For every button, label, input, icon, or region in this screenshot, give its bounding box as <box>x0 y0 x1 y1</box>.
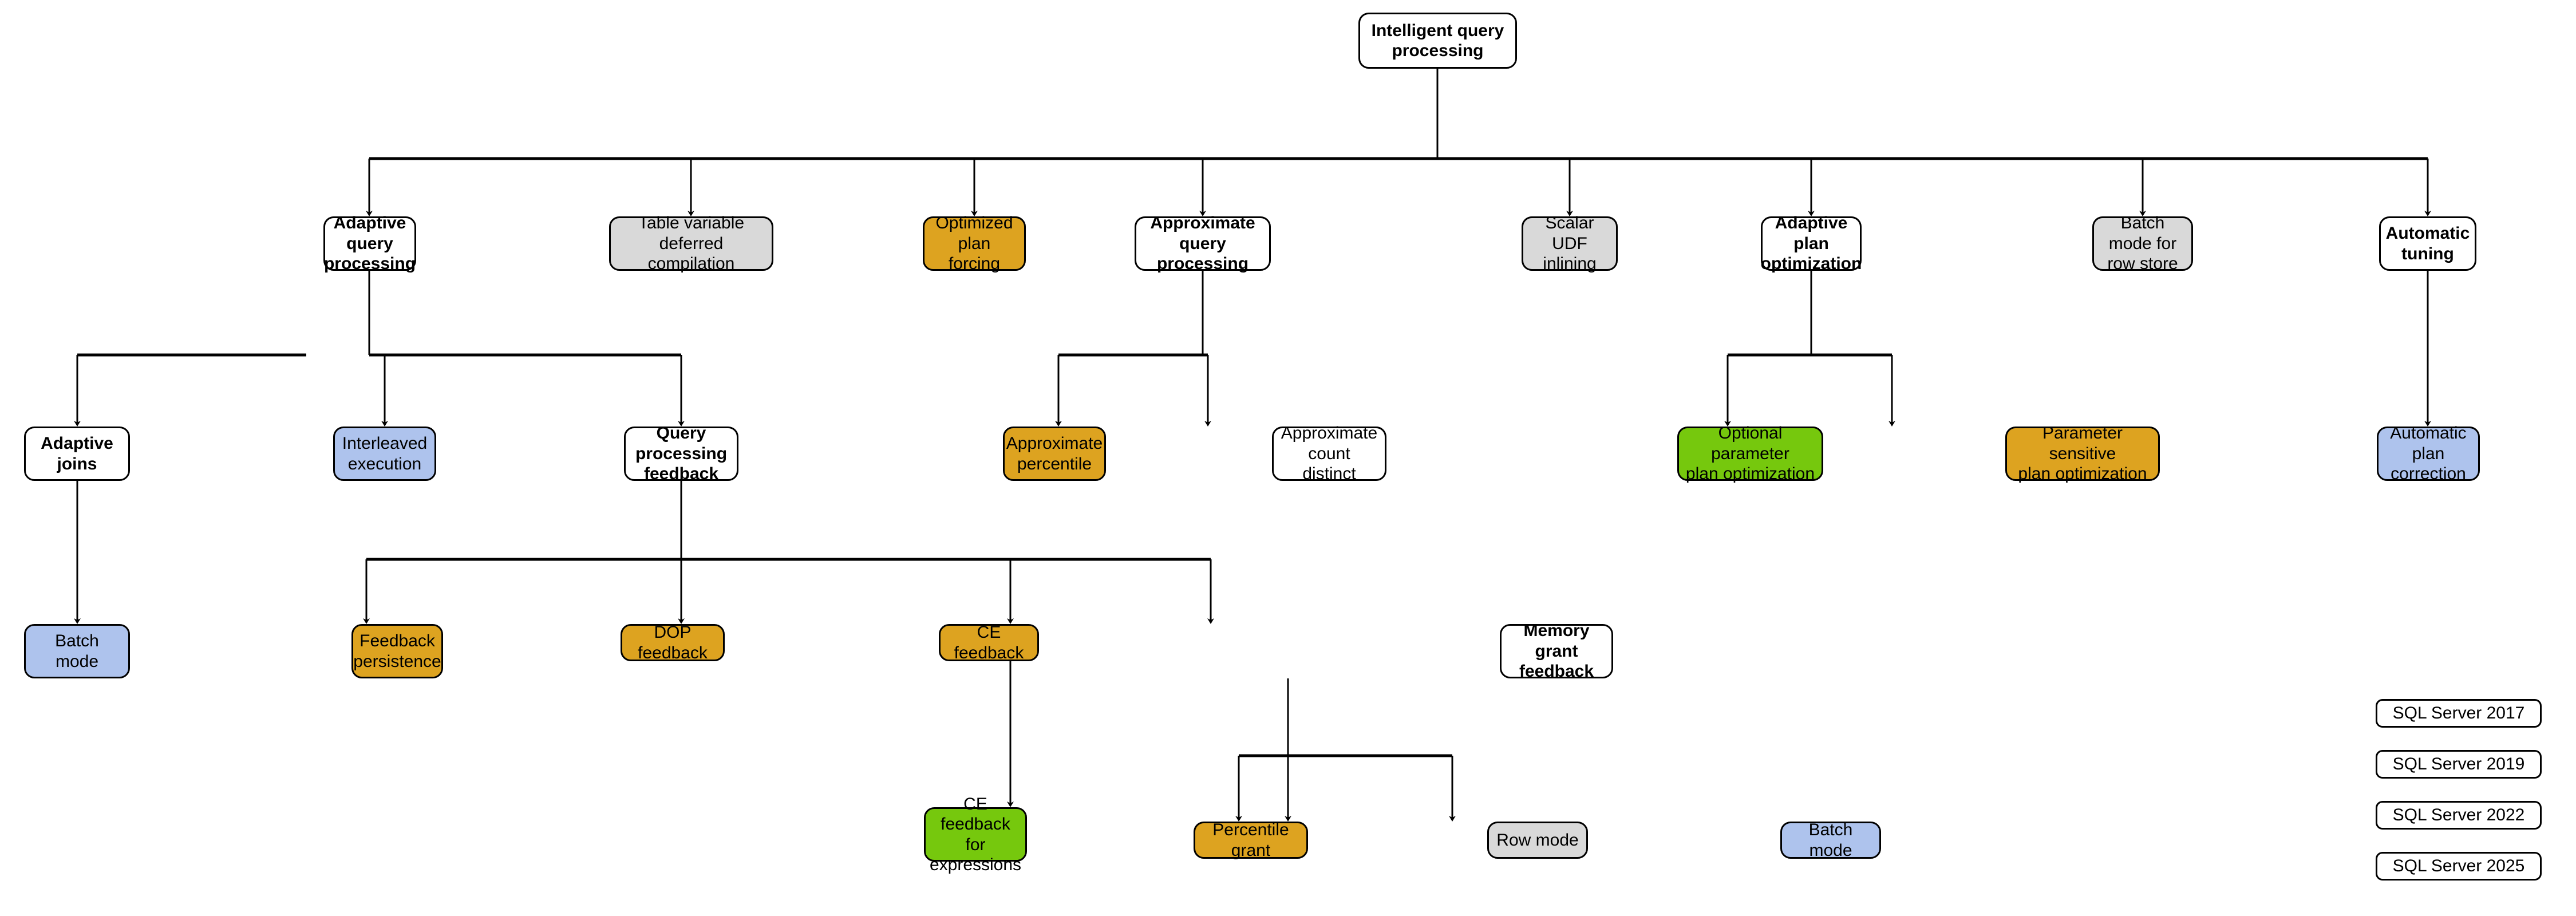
node-automatic-tuning[interactable]: Automatic tuning <box>2379 216 2476 271</box>
node-batch-mode-for-row-store[interactable]: Batch mode for row store <box>2092 214 2193 273</box>
node-dop-feedback[interactable]: DOP feedback <box>621 623 725 662</box>
node-approximate-query-processing[interactable]: Approximate query processing <box>1135 214 1271 273</box>
node-interleaved-execution[interactable]: Interleaved execution <box>333 427 436 481</box>
node-ce-feedback-for-expressions[interactable]: CE feedback for expressions <box>924 795 1027 874</box>
node-automatic-plan-correction[interactable]: Automatic plan correction <box>2377 424 2480 483</box>
node-optimized-plan-forcing[interactable]: Optimized plan forcing <box>923 214 1026 273</box>
node-scalar-udf-inlining[interactable]: Scalar UDF inlining <box>1522 214 1618 273</box>
node-parameter-sensitive-plan-optimization[interactable]: Parameter sensitive plan optimization <box>2005 424 2160 483</box>
node-memory-grant-feedback[interactable]: Memory grant feedback <box>1500 621 1613 681</box>
node-percentile-grant[interactable]: Percentile grant <box>1194 820 1308 860</box>
node-adaptive-joins[interactable]: Adaptive joins <box>24 427 130 481</box>
node-intelligent-query-processing[interactable]: Intelligent query processing <box>1358 13 1517 69</box>
node-optional-parameter-plan-optimization[interactable]: Optional parameter plan optimization <box>1677 424 1823 483</box>
legend-item-sql-server-2019: SQL Server 2019 <box>2376 750 2542 779</box>
node-batch-mode-memory-grant[interactable]: Batch mode <box>1780 820 1881 860</box>
node-feedback-persistence[interactable]: Feedback persistence <box>351 624 443 678</box>
legend-item-sql-server-2022: SQL Server 2022 <box>2376 801 2542 830</box>
node-approximate-count-distinct[interactable]: Approximate count distinct <box>1272 424 1386 483</box>
node-batch-mode-adaptive-joins[interactable]: Batch mode <box>24 624 130 678</box>
node-ce-feedback[interactable]: CE feedback <box>939 623 1039 662</box>
legend-item-sql-server-2025: SQL Server 2025 <box>2376 852 2542 881</box>
node-row-mode[interactable]: Row mode <box>1487 822 1588 859</box>
node-query-processing-feedback[interactable]: Query processing feedback <box>624 424 738 483</box>
node-approximate-percentile[interactable]: Approximate percentile <box>1003 427 1106 481</box>
legend-item-sql-server-2017: SQL Server 2017 <box>2376 699 2542 728</box>
node-adaptive-query-processing[interactable]: Adaptive query processing <box>323 214 416 274</box>
node-adaptive-plan-optimization[interactable]: Adaptive plan optimization <box>1760 214 1862 274</box>
node-table-variable-deferred-compilation[interactable]: Table variable deferred compilation <box>609 214 773 273</box>
